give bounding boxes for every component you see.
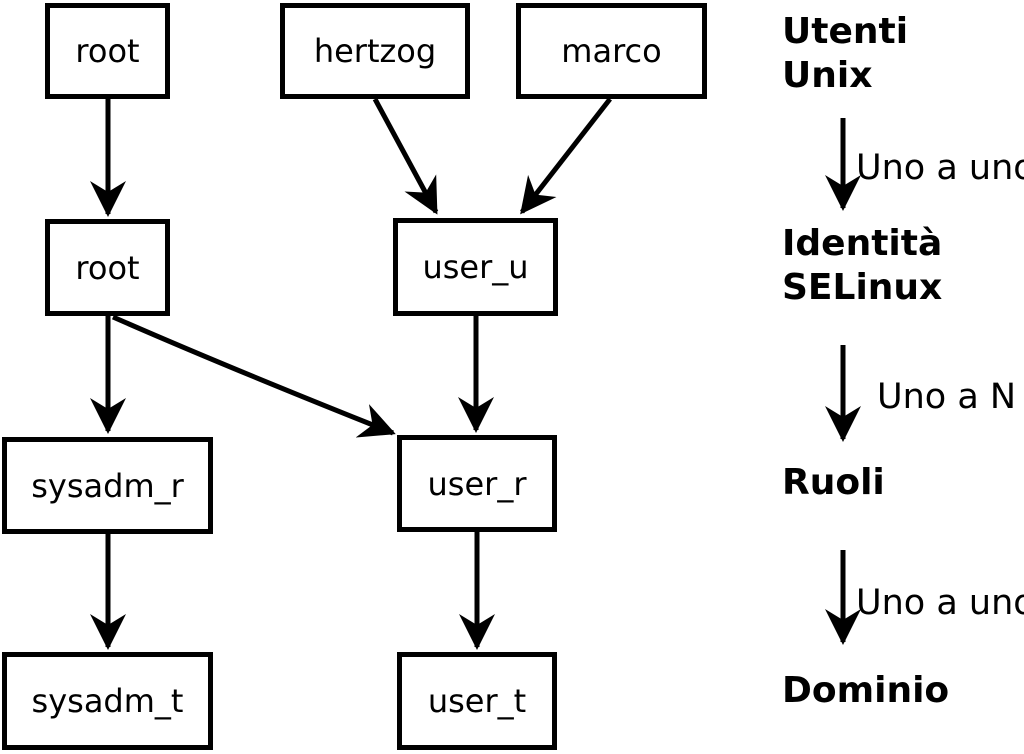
node-label: root <box>75 248 140 287</box>
node-domain-user_t: user_t <box>397 652 557 750</box>
arrow-root-to-user_r <box>111 314 396 438</box>
legend-relation-one-to-one-1: Uno a uno <box>856 148 1024 188</box>
arrow-hertzog-to-user_u <box>372 97 439 215</box>
node-selinux-identity-root: root <box>45 219 170 316</box>
node-label: sysadm_r <box>31 466 184 505</box>
node-label: marco <box>561 32 662 70</box>
legend-level-roles: Ruoli <box>782 462 885 503</box>
node-domain-sysadm_t: sysadm_t <box>2 652 213 750</box>
legend-level-domain: Dominio <box>782 670 950 711</box>
legend-level-unix-users: Utenti Unix <box>782 11 909 96</box>
node-unix-user-hertzog: hertzog <box>280 3 470 99</box>
node-label: root <box>75 32 140 70</box>
node-unix-user-marco: marco <box>516 3 707 99</box>
legend-relation-one-to-one-2: Uno a uno <box>856 583 1024 623</box>
node-label: user_u <box>422 248 529 286</box>
legend-level-selinux-identity: Identità SELinux <box>782 223 943 308</box>
node-role-user_r: user_r <box>397 435 557 532</box>
node-selinux-identity-user_u: user_u <box>393 218 558 316</box>
node-role-sysadm_r: sysadm_r <box>2 437 213 534</box>
node-unix-user-root: root <box>45 3 170 99</box>
arrow-marco-to-user_u <box>520 97 612 215</box>
node-label: user_t <box>427 682 527 720</box>
node-label: sysadm_t <box>31 682 184 720</box>
node-label: user_r <box>427 464 527 503</box>
node-label: hertzog <box>313 32 437 70</box>
legend-relation-one-to-n: Uno a N <box>877 377 1017 417</box>
